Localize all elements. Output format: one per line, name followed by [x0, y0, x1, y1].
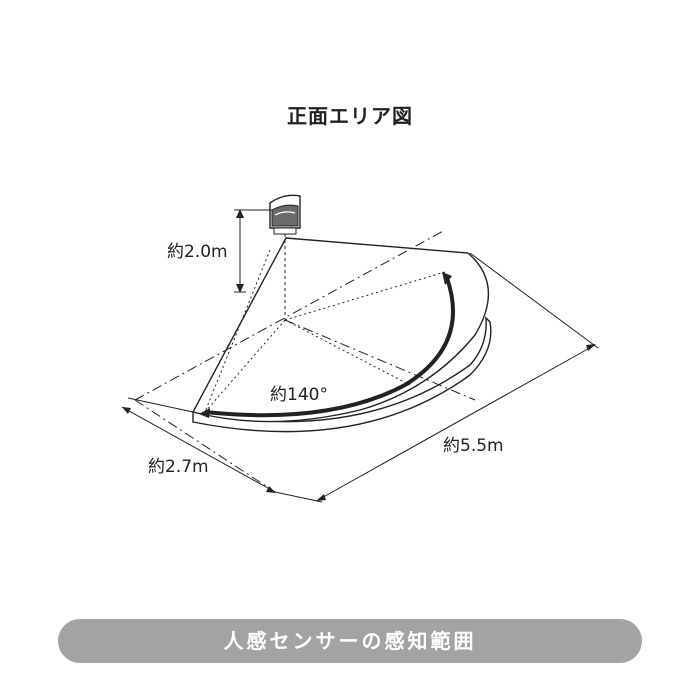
- angle-arrow-head-right: [442, 272, 452, 285]
- height-arrow-bottom: [236, 284, 244, 293]
- sector-top: [191, 237, 489, 423]
- angle-arc: [204, 277, 455, 418]
- fan-lines: [204, 249, 446, 413]
- length-arrow-right: [586, 344, 596, 351]
- sector-band: [192, 316, 492, 433]
- width-dimension: [121, 397, 276, 493]
- sensor-icon: [269, 194, 301, 235]
- length-label: 約5.5m: [443, 436, 504, 456]
- height-arrow-top: [236, 209, 244, 218]
- axis-lines: [134, 229, 476, 493]
- length-dimension: [274, 252, 599, 503]
- angle-arrow-head-left: [199, 408, 210, 418]
- footer-banner: 人感センサーの感知範囲: [58, 619, 642, 663]
- width-arrow-right: [266, 486, 276, 493]
- angle-label: 約140°: [270, 385, 328, 405]
- width-arrow-left: [122, 407, 131, 414]
- height-label: 約2.0m: [167, 242, 228, 262]
- diagram-title: 正面エリア図: [287, 104, 413, 128]
- width-label: 約2.7m: [148, 457, 209, 477]
- length-arrow-left: [316, 494, 326, 501]
